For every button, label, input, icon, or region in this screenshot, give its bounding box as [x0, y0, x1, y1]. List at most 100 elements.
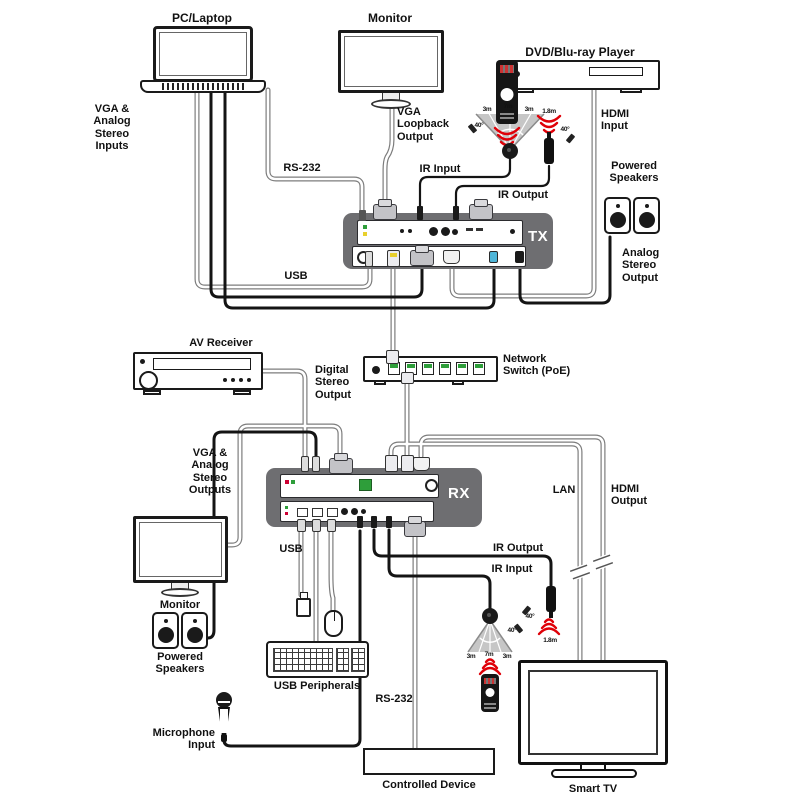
rx-port-mark [291, 480, 295, 484]
mouse-icon [324, 610, 343, 637]
powered-speakers-right-label: Powered Speakers [609, 160, 659, 185]
cable-microphone [222, 529, 362, 748]
ir-output-bottom-label: IR Output [492, 542, 544, 554]
switch-foot [452, 380, 464, 385]
hdmi-input-label: HDMI Input [601, 108, 630, 133]
usb-top-label: USB [284, 270, 308, 282]
ir-receiver-icon [502, 143, 518, 159]
dvd-foot [620, 88, 642, 93]
ir-jack-plug [417, 206, 423, 220]
hdmi-plug-icon [443, 250, 460, 264]
switch-port [422, 362, 434, 375]
ir-output-top-label: IR Output [497, 189, 549, 201]
pc-laptop-label: PC/Laptop [172, 11, 232, 25]
ir-range-label: 7m [484, 651, 494, 658]
tx-knob [429, 227, 438, 236]
cable-rx-hdmi-tv [419, 435, 605, 664]
lan-label: LAN [552, 484, 576, 496]
rj45-plug-icon [387, 250, 400, 267]
rs232-bottom-label: RS-232 [375, 693, 413, 705]
cable-digital-stereo [260, 368, 308, 459]
usb-plug-icon [312, 519, 321, 532]
cable-digital-stereo [261, 369, 307, 458]
mic-grille-line [218, 701, 230, 703]
laptop-base [140, 80, 266, 93]
remote-nav-button [500, 88, 514, 101]
microphone-tail [221, 734, 227, 742]
receiver-button [239, 378, 243, 382]
audio-plug-icon [312, 456, 320, 472]
usb-bottom-label: USB [279, 543, 303, 555]
switch-foot [374, 380, 386, 385]
audio-jack-black [515, 251, 524, 263]
ir-waves-emitter-top [536, 114, 562, 134]
network-switch-label: Network Switch (PoE) [503, 353, 571, 378]
audio-jack-blue [489, 251, 498, 263]
receiver-foot [143, 390, 161, 395]
rj45-plug-icon [386, 350, 399, 364]
mouse-button-line [333, 612, 335, 621]
ir-range-label: 7m [503, 103, 513, 110]
tx-port-mark [476, 228, 483, 231]
remote-control-icon [496, 60, 518, 124]
ir-input-bottom-label: IR Input [491, 563, 533, 575]
receiver-button [231, 378, 235, 382]
tx-rear-panel [357, 220, 523, 245]
tx-port-mark [510, 229, 515, 234]
cable-ir-out-top [454, 164, 551, 214]
ir-emitter-tip [549, 611, 553, 618]
rx-label: RX [448, 485, 470, 502]
ir-receiver-icon [482, 608, 498, 624]
monitor-top-screen [344, 36, 438, 87]
ir-angle-label: 40° [525, 613, 535, 620]
ir-angle-label: 40° [474, 122, 484, 129]
port-led [424, 364, 432, 368]
ir-range-label: 3m [482, 106, 492, 113]
rj45-plug-icon [385, 455, 398, 472]
usb-dongle-icon [296, 598, 311, 617]
ir-emitter-range-label: 1.8m [543, 637, 557, 644]
controlled-device-icon [363, 748, 495, 775]
switch-port [456, 362, 468, 375]
receiver-led [140, 359, 145, 364]
remote-buttons [484, 703, 496, 709]
cable-mouse [329, 528, 335, 612]
ir-emitter-icon [544, 138, 554, 164]
dvi-connector-icon [410, 250, 434, 266]
rx-port-mark [285, 480, 289, 484]
tx-led-yellow [363, 232, 367, 236]
laptop-screen [159, 32, 247, 76]
av-receiver-label: AV Receiver [189, 337, 253, 349]
db9-connector-icon [404, 521, 426, 537]
port-led [407, 364, 415, 368]
ir-emitter-range-label: 1.8m [542, 108, 556, 115]
port-led [441, 364, 449, 368]
av-receiver-icon [133, 352, 263, 390]
monitor-top-icon [338, 30, 444, 93]
port-led [390, 364, 398, 368]
speaker-icon [181, 612, 208, 649]
laptop-keyboard [162, 83, 244, 90]
monitor-left-label: Monitor [159, 599, 201, 611]
speaker-icon [152, 612, 179, 649]
powered-speakers-left-label: Powered Speakers [155, 651, 205, 676]
analog-stereo-output-label: Analog Stereo Output [622, 247, 660, 284]
rs232-plug [359, 210, 366, 221]
ir-waves-emitter-bottom [537, 618, 561, 636]
speaker-icon [604, 197, 631, 234]
ir-range-label: 3m [466, 653, 476, 660]
cable-vga-loopback [383, 105, 394, 206]
cable-vga-input [209, 91, 424, 299]
port-led [458, 364, 466, 368]
cable-ir-in-top [418, 156, 512, 214]
remote-buttons [500, 65, 514, 73]
pc-laptop-icon [153, 26, 253, 82]
receiver-button [247, 378, 251, 382]
switch-port [473, 362, 485, 375]
rx-power-port [425, 479, 438, 492]
smart-tv-label: Smart TV [568, 783, 618, 795]
cable-rs232-top [265, 87, 365, 224]
rx-led [285, 512, 288, 515]
audio-plug-icon [301, 456, 309, 472]
